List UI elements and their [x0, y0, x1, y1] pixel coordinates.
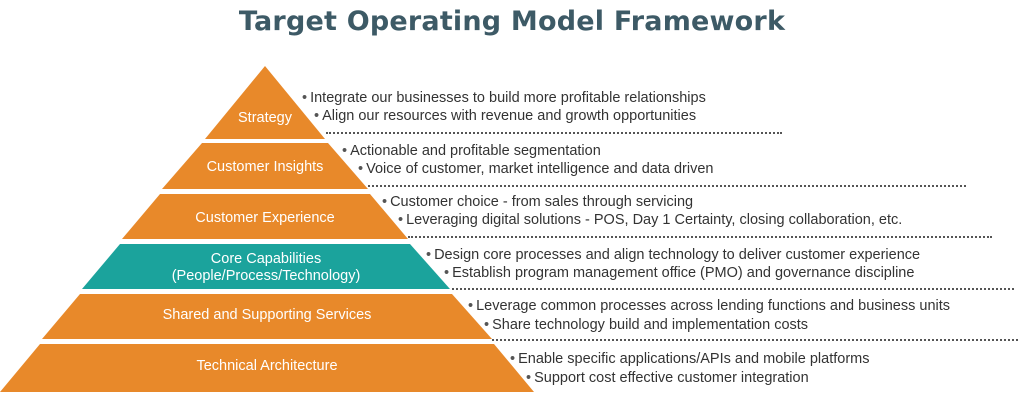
bullet-experience-2: •Leveraging digital solutions - POS, Day… [398, 212, 903, 228]
bullet-technical-2: •Support cost effective customer integra… [526, 370, 809, 386]
bullet-shared-1: •Leverage common processes across lendin… [468, 298, 951, 314]
bullet-dot-icon: • [382, 194, 388, 210]
bullet-dot-icon: • [342, 143, 348, 159]
tier-label-core-capabilities-line1: Core Capabilities [210, 251, 322, 267]
tier-label-core-capabilities: Core Capabilities (People/Process/Techno… [82, 251, 450, 285]
bullet-dot-icon: • [398, 212, 404, 228]
bullet-core-2: •Establish program management office (PM… [444, 265, 915, 281]
bullet-dot-icon: • [468, 298, 474, 314]
diagram-title: Target Operating Model Framework [238, 6, 786, 37]
bullet-dot-icon: • [484, 317, 490, 333]
separator-insights [368, 185, 966, 187]
tier-label-shared-services: Shared and Supporting Services [162, 307, 372, 323]
separator-shared [492, 339, 1018, 341]
bullet-technical-1: •Enable specific applications/APIs and m… [510, 351, 870, 367]
bullet-dot-icon: • [302, 90, 308, 106]
bullet-dot-icon: • [314, 108, 320, 124]
bullet-strategy-2: •Align our resources with revenue and gr… [314, 108, 697, 124]
bullet-insights-2: •Voice of customer, market intelligence … [358, 161, 714, 177]
tier-label-customer-experience: Customer Experience [195, 210, 335, 226]
bullet-dot-icon: • [526, 370, 532, 386]
tier-shape-core-capabilities [82, 244, 450, 289]
bullet-dot-icon: • [444, 265, 450, 281]
tier-shape-strategy [205, 66, 325, 139]
bullet-core-1: •Design core processes and align technol… [426, 247, 921, 263]
bullet-dot-icon: • [358, 161, 364, 177]
separator-experience [408, 236, 992, 238]
bullet-shared-2: •Share technology build and implementati… [484, 317, 809, 333]
bullet-dot-icon: • [426, 247, 432, 263]
tier-shape-customer-insights [162, 143, 368, 189]
tier-shape-technical-architecture [0, 344, 534, 392]
tier-label-technical-architecture: Technical Architecture [196, 358, 338, 374]
tier-shape-customer-experience [122, 194, 408, 239]
tier-label-customer-insights: Customer Insights [206, 159, 324, 175]
bullet-experience-1: •Customer choice - from sales through se… [382, 194, 694, 210]
tier-label-core-capabilities-line2: (People/Process/Technology) [171, 268, 361, 284]
tier-shape-shared-services [42, 294, 492, 339]
bullet-insights-1: •Actionable and profitable segmentation [342, 143, 601, 159]
tier-label-strategy: Strategy [238, 110, 292, 126]
separator-core [452, 288, 1014, 290]
bullet-strategy-1: •Integrate our businesses to build more … [302, 90, 706, 106]
bullet-dot-icon: • [510, 351, 516, 367]
separator-strategy [326, 132, 782, 134]
